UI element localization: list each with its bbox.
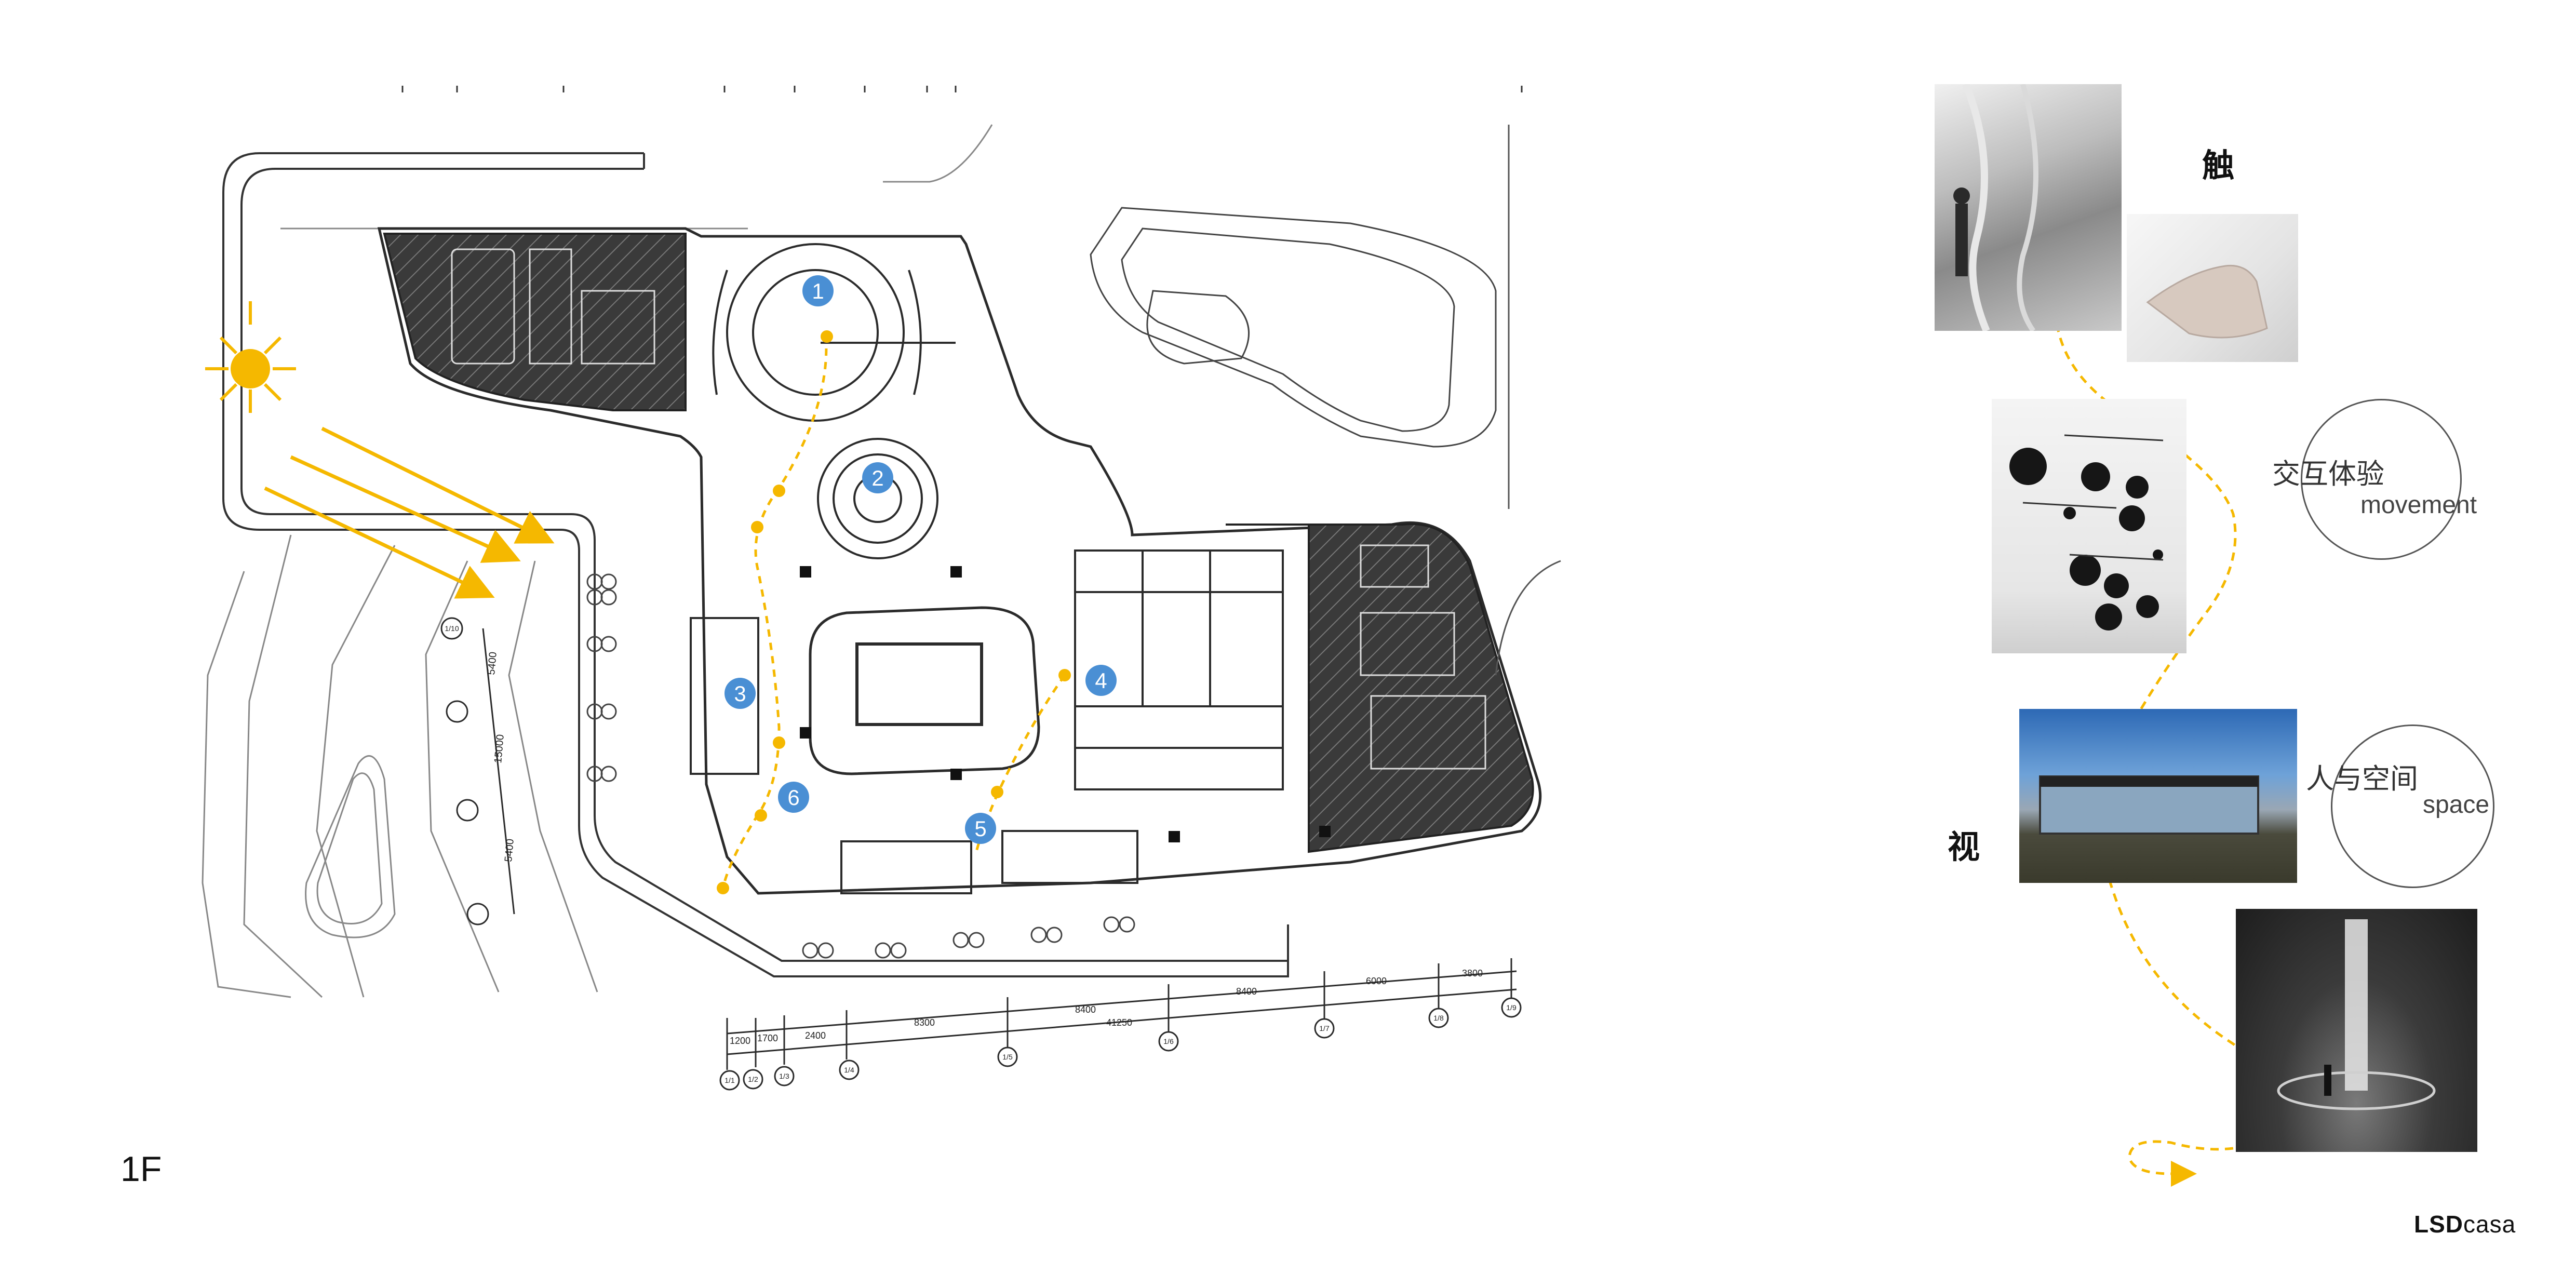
grid-label-7: 1/8 [1433, 1014, 1444, 1022]
space-marker-6-label: 6 [787, 785, 799, 810]
space-marker-3: 3 [725, 678, 756, 709]
left-dimension-labels: 5400 15000 5400 [486, 651, 516, 862]
sphere-mobile-icon [2009, 434, 2164, 630]
pavilion-icon [2039, 775, 2259, 835]
space-marker-1: 1 [802, 275, 834, 306]
concept-vision-label: 视 [1948, 828, 1980, 866]
bottom-dim-7: 6000 [1366, 976, 1387, 986]
grid-bubble-labels: 1/1 1/2 1/3 1/4 1/5 1/6 1/7 1/8 1/9 1/10 [445, 624, 1517, 1084]
photo-sculpture-wall [1935, 84, 2122, 331]
floor-level-label: 1F [120, 1149, 162, 1189]
space-marker-4: 4 [1085, 665, 1117, 696]
bottom-dim-2: 2400 [805, 1030, 826, 1041]
grid-label-1: 1/2 [748, 1075, 758, 1083]
concept-people-space-en: space [2423, 791, 2490, 819]
space-marker-5: 5 [965, 813, 996, 844]
brand-strong: LSD [2414, 1211, 2463, 1238]
bottom-dimension-line [726, 958, 1517, 1070]
concept-touch-label: 触 [2202, 146, 2235, 184]
brand-light: casa [2463, 1211, 2516, 1238]
columns [800, 566, 1331, 842]
brand-logo: LSDcasa [2414, 1210, 2516, 1238]
bottom-dim-8: 3800 [1462, 968, 1483, 978]
grid-label-9: 1/10 [445, 624, 459, 633]
figure-silhouette-icon [1953, 84, 2038, 331]
top-ticks [401, 86, 1523, 92]
hatched-zone-right [1226, 523, 1534, 853]
bottom-dim-0: 1200 [730, 1036, 750, 1046]
photo-hanging-spheres [1992, 399, 2186, 653]
concept-people-space-cn: 人与空间 [2306, 762, 2418, 795]
concept-ring-movement [2301, 399, 2462, 560]
north-island [1090, 207, 1497, 448]
grid-label-2: 1/3 [779, 1072, 789, 1080]
building-outline [377, 227, 1542, 895]
hatched-zone-left [383, 233, 687, 411]
grid-label-5: 1/6 [1163, 1037, 1174, 1045]
light-ray-arrow-icon [264, 426, 555, 599]
space-marker-4-label: 4 [1095, 668, 1107, 693]
right-zone-furniture [1360, 544, 1486, 770]
restrooms-block [1074, 549, 1284, 790]
photo-light-well [2236, 909, 2477, 1152]
left-dim-1: 15000 [492, 734, 506, 763]
spiral-stair [817, 438, 938, 559]
east-boundary [1495, 125, 1561, 676]
grid-label-4: 1/5 [1002, 1053, 1013, 1061]
central-lounge [809, 606, 1040, 775]
bottom-dimension-labels: 1200 1700 2400 8300 8400 41250 8400 6000… [730, 968, 1483, 1046]
sun-icon [205, 301, 296, 413]
space-marker-2-label: 2 [871, 466, 883, 490]
concept-interactive-cn: 交互体验 [2272, 458, 2384, 490]
grid-label-0: 1/1 [725, 1076, 735, 1084]
left-dim-0: 5400 [486, 651, 499, 675]
light-column-icon [2277, 919, 2436, 1110]
bottom-dim-4: 8400 [1075, 1004, 1096, 1015]
hand-icon [2146, 264, 2268, 339]
left-dimension-line [440, 617, 515, 925]
space-marker-1-label: 1 [812, 279, 824, 303]
bottom-dim-3: 8300 [914, 1017, 935, 1028]
grid-label-8: 1/9 [1506, 1003, 1517, 1012]
bottom-dim-5: 41250 [1106, 1017, 1132, 1028]
space-marker-5-label: 5 [974, 816, 986, 841]
flow-path-dashed [720, 334, 828, 894]
bottom-dim-1: 1700 [757, 1033, 778, 1043]
reception-zone [712, 243, 956, 422]
left-dim-2: 5400 [503, 838, 516, 862]
bottom-dim-6: 8400 [1236, 986, 1257, 997]
photo-glass-pavilion [2019, 709, 2297, 883]
photo-hand-touch [2127, 214, 2298, 362]
concept-ring-space [2331, 725, 2494, 888]
space-marker-3-label: 3 [734, 681, 746, 706]
grid-bubbles [719, 997, 1522, 1091]
flow-dots [717, 330, 1071, 894]
grid-label-3: 1/4 [844, 1066, 854, 1074]
bottom-seating [690, 617, 1138, 894]
concept-interactive-en: movement [2360, 491, 2477, 519]
space-marker-6: 6 [778, 782, 809, 813]
grid-label-6: 1/7 [1319, 1024, 1330, 1032]
terrain-contours [202, 124, 993, 998]
left-zone-furniture [451, 248, 655, 365]
outdoor-seating [586, 573, 1135, 959]
space-marker-2: 2 [862, 462, 893, 493]
